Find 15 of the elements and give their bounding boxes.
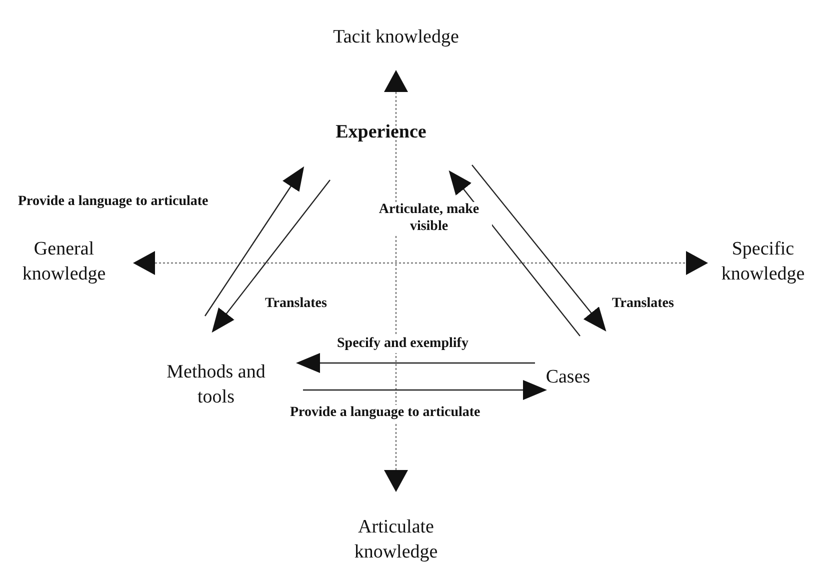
arrow (303, 380, 547, 400)
arrow (472, 164, 606, 332)
axis-label: Specific knowledge (720, 237, 806, 286)
axis-label: General knowledge (21, 237, 107, 286)
edge-label: Provide a language to articulate (290, 405, 480, 422)
arrow (212, 180, 330, 333)
axis-label: Tacit knowledge (332, 26, 460, 50)
arrow (204, 166, 304, 316)
concept-label: Cases (528, 366, 608, 390)
edge-label: Specify and exemplify (337, 336, 468, 353)
arrow (296, 353, 535, 373)
concept-label: Experience (316, 120, 446, 146)
concept-label: Methods and tools (151, 360, 281, 410)
edge-label: Provide a language to articulate (18, 194, 208, 211)
axis-label: Articulate knowledge (353, 515, 439, 564)
